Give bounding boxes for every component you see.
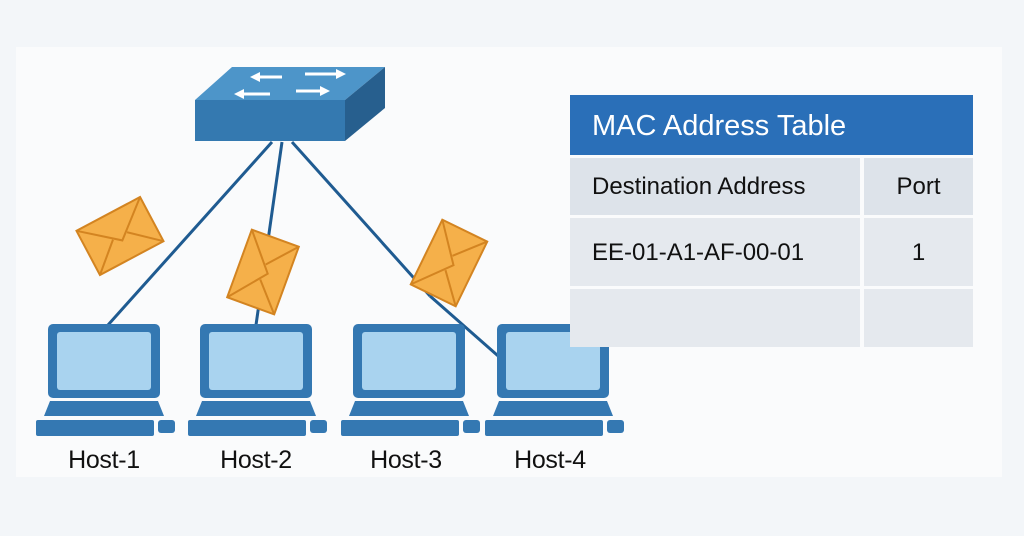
host-label-4: Host-4 <box>514 446 586 474</box>
computer-icon <box>188 324 327 436</box>
row-2-port <box>864 289 973 347</box>
host-label-3: Host-3 <box>370 446 442 474</box>
switch-icon <box>195 67 385 141</box>
header-destination-address: Destination Address <box>570 158 860 215</box>
row-1-address: EE-01-A1-AF-00-01 <box>570 218 860 286</box>
host-label-1: Host-1 <box>68 446 140 474</box>
computer-icon <box>36 324 175 436</box>
envelope-icon <box>75 195 165 277</box>
link-host-3 <box>290 140 432 298</box>
row-1-port: 1 <box>864 218 973 286</box>
link-host-4 <box>429 294 506 364</box>
row-2-address <box>570 289 860 347</box>
envelope-icon <box>225 228 301 316</box>
envelope-icon <box>409 218 489 308</box>
header-port: Port <box>864 158 973 215</box>
link-host-1 <box>106 140 274 327</box>
mac-table-title: MAC Address Table <box>570 95 973 155</box>
computer-icon <box>341 324 480 436</box>
host-label-2: Host-2 <box>220 446 292 474</box>
